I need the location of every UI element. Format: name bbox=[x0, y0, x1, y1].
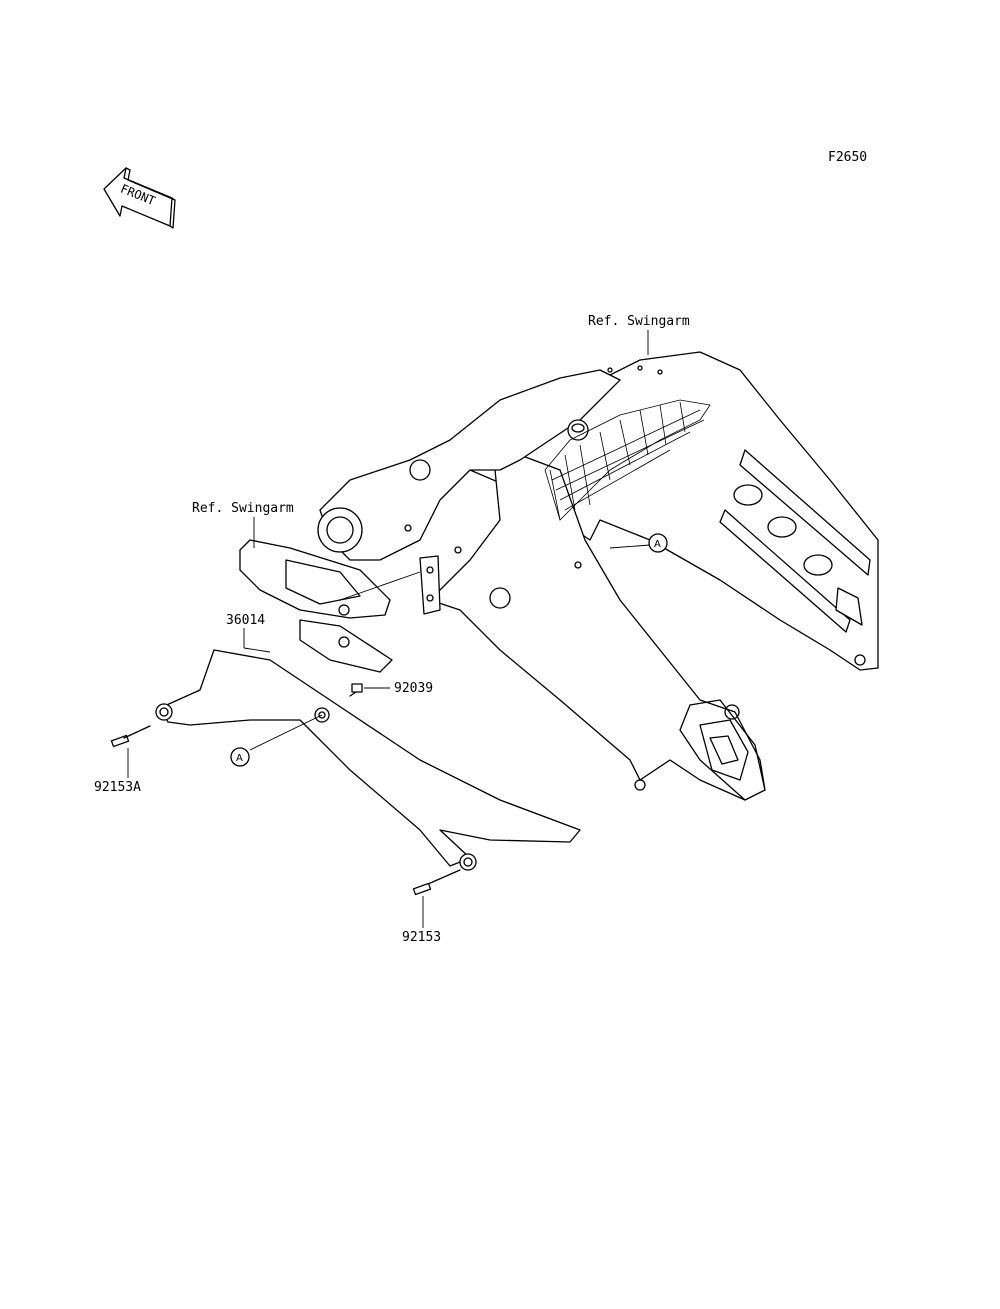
part-number-92039: 92039 bbox=[394, 681, 433, 696]
front-label: FRONT bbox=[118, 182, 157, 209]
part-number-92153a: 92153A bbox=[94, 780, 141, 795]
svg-text:A: A bbox=[654, 539, 661, 550]
ref-swingarm-label-top: Ref. Swingarm bbox=[588, 314, 690, 329]
leader-lines bbox=[127, 330, 651, 928]
ref-swingarm-label-left: Ref. Swingarm bbox=[192, 501, 294, 516]
mesh-pattern bbox=[544, 399, 711, 521]
svg-text:A: A bbox=[236, 753, 243, 764]
bolt-92153-icon bbox=[412, 869, 461, 896]
callout-a-left: A bbox=[230, 747, 250, 767]
swingarm-illustration bbox=[317, 351, 879, 801]
chain-cover-36014-illustration bbox=[155, 649, 581, 871]
figure-code: F2650 bbox=[828, 150, 867, 165]
part-number-36014: 36014 bbox=[226, 613, 265, 628]
callout-a-right: A bbox=[648, 533, 668, 553]
bolt-92039-icon bbox=[349, 683, 363, 697]
bolt-92153a-icon bbox=[110, 725, 151, 748]
front-arrow-icon: FRONT bbox=[103, 167, 176, 229]
part-number-92153: 92153 bbox=[402, 930, 441, 945]
